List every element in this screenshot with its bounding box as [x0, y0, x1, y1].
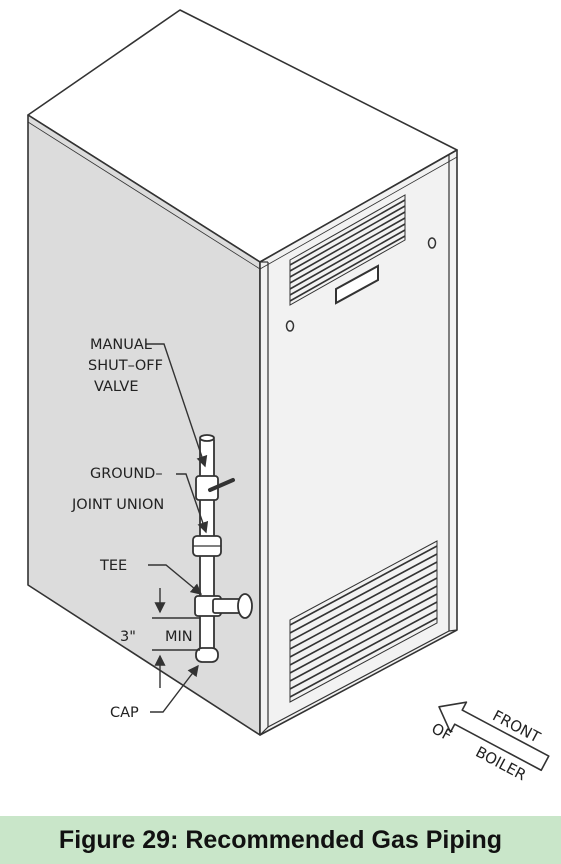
- valve-handle: [208, 478, 235, 492]
- leader-lines: [146, 343, 209, 713]
- rating-plate-window: [335, 264, 379, 305]
- lower-louvers: [289, 540, 438, 703]
- tee-branch-opening: [237, 593, 253, 619]
- label-dim-unit: MIN: [165, 629, 193, 645]
- boiler-diagram: MANUAL SHUT–OFF VALVE GROUND– JOINT UNIO…: [27, 9, 550, 784]
- label-dim-value: 3": [120, 629, 136, 645]
- min-clearance-dimension: [152, 588, 200, 688]
- label-tee: TEE: [99, 558, 127, 574]
- label-manual-line2: SHUT–OFF: [88, 358, 163, 374]
- label-union-line1: GROUND–: [90, 466, 163, 482]
- label-cap: CAP: [110, 705, 139, 721]
- screw-left: [285, 320, 295, 332]
- front-of-boiler-arrow: FRONT OF BOILER: [428, 701, 550, 784]
- label-manual-line1: MANUAL: [90, 337, 152, 353]
- pipe-cap: [195, 647, 219, 663]
- gas-piping: [192, 434, 253, 663]
- label-union-line2: JOINT UNION: [71, 497, 164, 513]
- upper-louvers: [289, 194, 406, 306]
- pipe-top-opening: [199, 434, 215, 442]
- figure-caption: Figure 29: Recommended Gas Piping: [0, 816, 561, 864]
- label-manual-line3: VALVE: [94, 379, 138, 395]
- screw-right: [427, 237, 437, 249]
